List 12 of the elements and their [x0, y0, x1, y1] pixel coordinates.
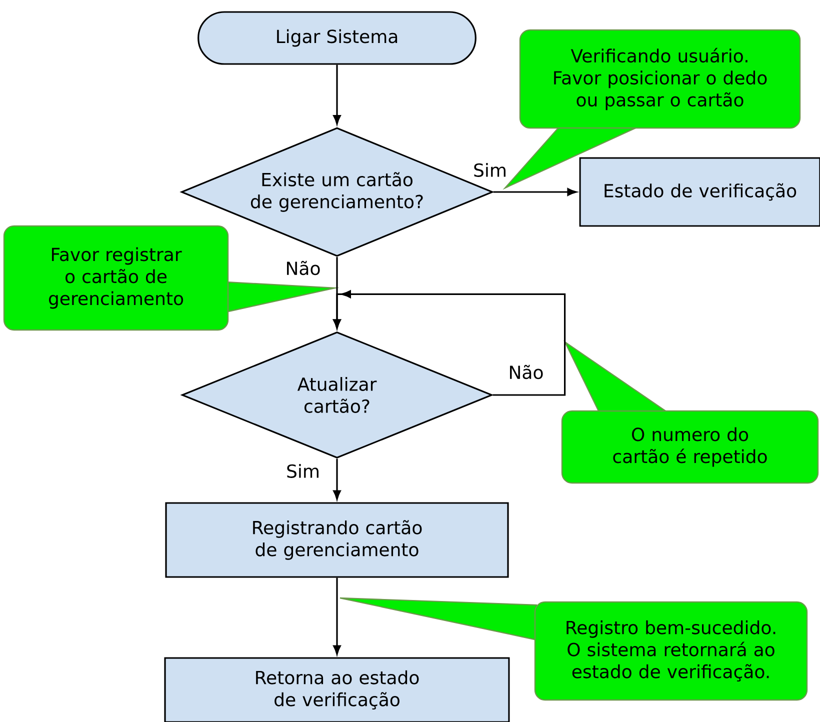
arrow	[333, 578, 341, 655]
arrow	[333, 458, 341, 500]
edge-label: Não	[507, 364, 545, 380]
arrow	[333, 290, 566, 396]
process-box: Estado de verificação	[579, 157, 820, 227]
callout: O numero do cartão é repetido	[561, 340, 819, 484]
arrow	[333, 64, 341, 124]
process-box: Registrando cartão de gerenciamento	[165, 502, 509, 578]
arrow	[493, 188, 577, 196]
process-box: Retorna ao estado de verificação	[164, 657, 510, 722]
edge-label: Sim	[285, 463, 321, 479]
edge-label: Não	[284, 260, 322, 276]
